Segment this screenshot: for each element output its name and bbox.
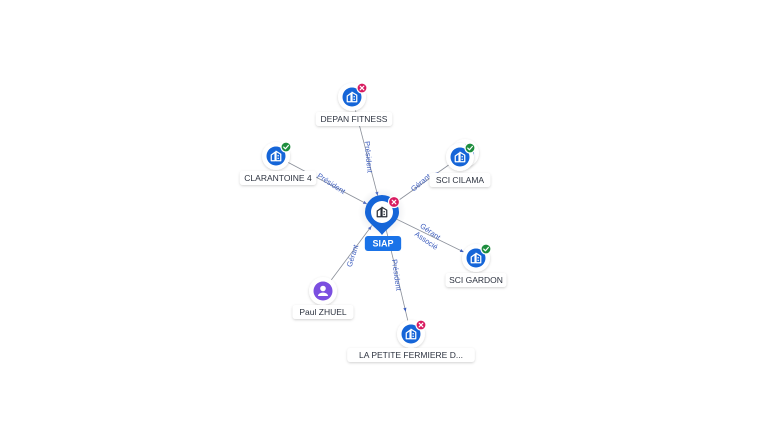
building-icon [470,252,482,264]
edge-arrow [459,248,464,253]
node-label: Paul ZHUEL [299,307,347,317]
relation-label: Président [390,259,403,293]
relation-label: Président [316,171,348,196]
node-gardon[interactable]: SCI GARDON [445,243,507,287]
node-label-bg [315,112,393,126]
node-label: DEPAN FITNESS [321,114,388,124]
relation-label: Gérant [345,243,361,268]
node-label-bg [292,305,354,319]
node-label: LA PETITE FERMIERE D... [359,350,463,360]
check-icon [480,243,492,255]
node-label: SCI CILAMA [436,175,485,185]
building-icon [376,206,388,218]
center-label-bg [364,236,402,251]
node-label: SCI GARDON [449,275,503,285]
node-label-bg [445,273,507,287]
node-label: CLARANTOINE 4 [244,173,312,183]
close-icon [356,82,368,94]
building-icon [454,151,466,163]
node-depan[interactable]: DEPAN FITNESS [315,82,393,126]
node-paul[interactable]: Paul ZHUEL [292,277,354,319]
relation-label: Président [363,141,375,174]
close-icon [415,319,427,331]
center-node[interactable]: SIAP [358,188,406,251]
building-icon [270,150,282,162]
check-icon [464,142,476,154]
node-fermiere[interactable]: LA PETITE FERMIERE D... [347,319,475,362]
node-label-bg [429,173,491,187]
relation-label: Gérant [409,171,433,193]
node-label-bg [347,348,475,362]
center-label: SIAP [372,238,393,248]
building-icon [405,328,417,340]
person-icon [318,285,328,296]
check-icon [280,141,292,153]
close-icon [387,195,401,209]
node-cilama[interactable]: SCI CILAMA [429,139,491,187]
node-label-bg [239,171,317,185]
edge-arrow [403,307,407,312]
building-icon [346,91,358,103]
node-clarantoine[interactable]: CLARANTOINE 4 [239,141,317,185]
